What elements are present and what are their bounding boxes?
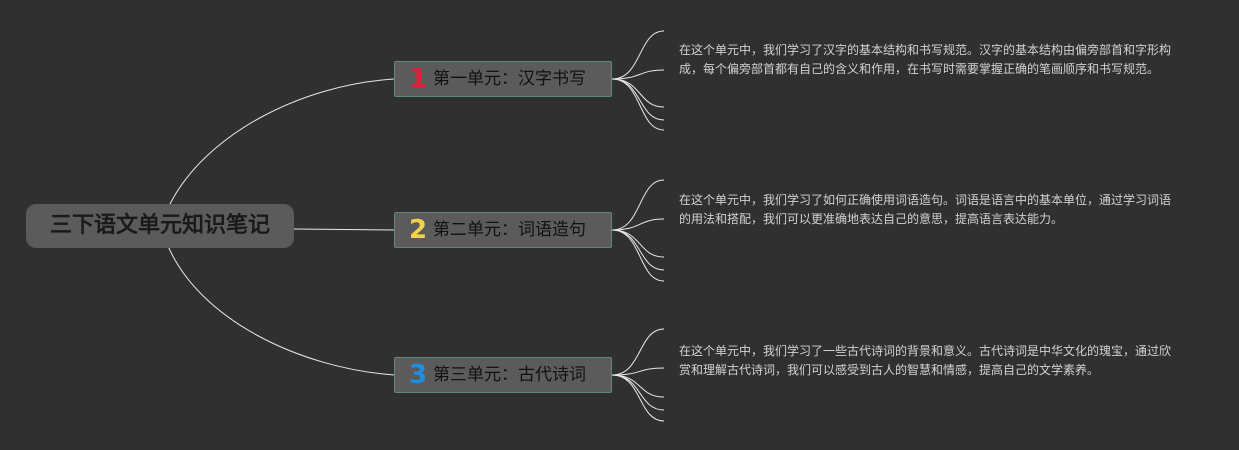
branch-label-2: 第二单元：词语造句 — [433, 220, 586, 240]
branch-number-2: 2 — [409, 215, 428, 245]
connector-root-branch-1 — [169, 78, 395, 205]
fan-line — [611, 367, 665, 376]
branch-description-1: 在这个单元中，我们学习了汉字的基本结构和书写规范。汉字的基本结构由偏旁部首和字形… — [679, 43, 1172, 76]
branch-number-3: 3 — [409, 360, 428, 390]
fan-line — [611, 218, 665, 231]
fan-line — [611, 179, 665, 231]
fan-line — [611, 78, 665, 131]
branch-number-1: 1 — [409, 64, 428, 94]
fan-line — [611, 328, 665, 376]
fan-line — [611, 374, 665, 398]
branch-description-3: 在这个单元中，我们学习了一些古代诗词的背景和意义。古代诗词是中华文化的瑰宝，通过… — [679, 344, 1172, 377]
branch-description-2: 在这个单元中，我们学习了如何正确使用词语造句。词语是语言中的基本单位，通过学习词… — [679, 193, 1172, 226]
root-node[interactable]: 三下语文单元知识笔记 — [26, 204, 294, 248]
fan-line — [611, 69, 665, 80]
fan-line — [611, 78, 665, 108]
branch-label-1: 第一单元：汉字书写 — [433, 69, 586, 89]
fan-line — [611, 229, 665, 271]
fan-line — [611, 30, 665, 80]
fan-line — [611, 374, 665, 422]
fan-line — [611, 229, 665, 282]
branch-label-3: 第三单元：古代诗词 — [433, 365, 586, 385]
branch-node-3[interactable]: 3 第三单元：古代诗词 — [394, 357, 612, 393]
branch-node-2[interactable]: 2 第二单元：词语造句 — [394, 212, 612, 248]
fan-line — [611, 374, 665, 411]
connector-root-branch-2 — [293, 228, 395, 231]
fan-line — [611, 78, 665, 121]
branch-node-1[interactable]: 1 第一单元：汉字书写 — [394, 61, 612, 97]
connector-root-branch-3 — [167, 245, 395, 376]
